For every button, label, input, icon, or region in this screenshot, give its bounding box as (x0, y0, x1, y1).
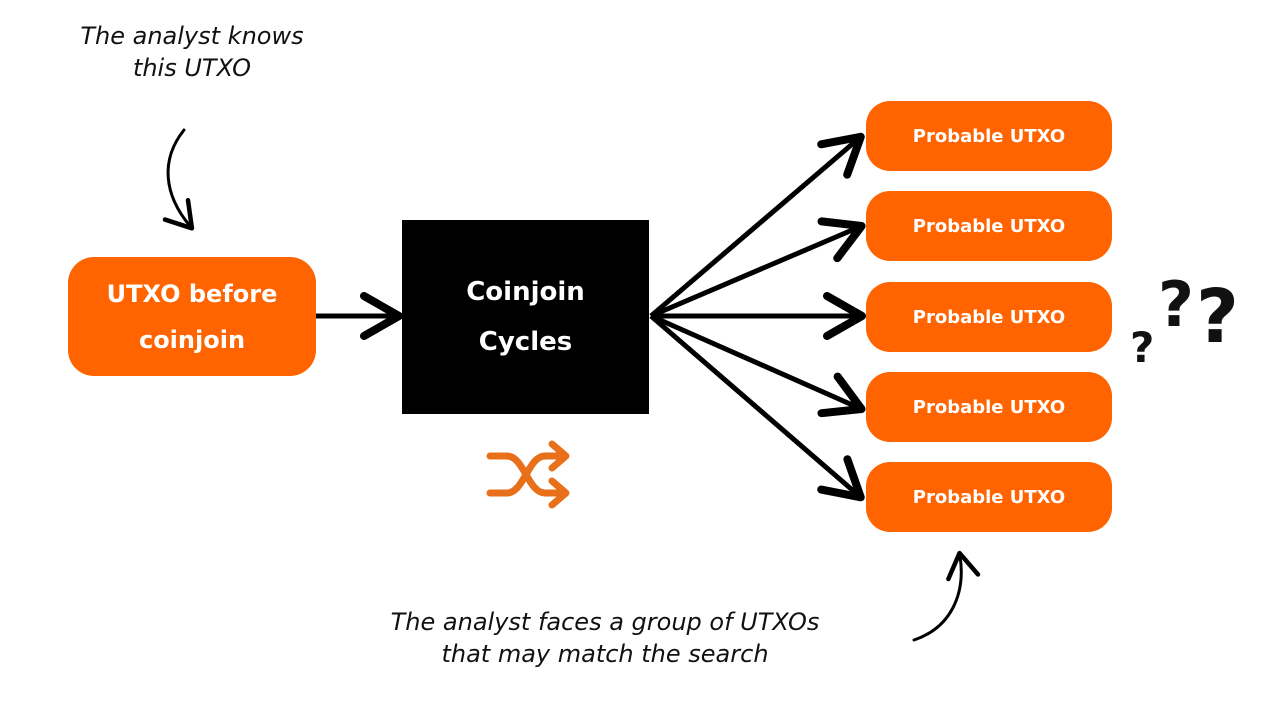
question-marks-icon: ? ? ? (1130, 268, 1239, 372)
utxo-before-coinjoin-node: UTXO before coinjoin (68, 257, 316, 376)
utxo-before-label-line-2: coinjoin (138, 325, 246, 354)
coinjoin-cycles-line-2: Cycles (478, 327, 573, 357)
coinjoin-cycles-line-1: Coinjoin (466, 277, 585, 307)
bottom-note-arrow (912, 550, 981, 642)
analyst-faces-note: The analyst faces a group of UTXOs that … (370, 606, 840, 670)
svg-text:?: ? (1196, 274, 1239, 360)
analyst-knows-line-2: this UTXO (132, 54, 252, 82)
process-to-output-4-arrow (649, 313, 866, 418)
probable-utxo-node-4: Probable UTXO (866, 372, 1112, 442)
probable-utxo-node-3: Probable UTXO (866, 282, 1112, 352)
probable-utxo-node-2: Probable UTXO (866, 191, 1112, 261)
svg-text:?: ? (1158, 268, 1194, 341)
shuffle-icon (486, 440, 570, 509)
probable-utxo-node-1: Probable UTXO (866, 101, 1112, 171)
analyst-knows-line-1: The analyst knows (80, 22, 304, 50)
probable-utxo-label: Probable UTXO (912, 396, 1066, 418)
top-note-arrow (162, 128, 195, 231)
utxo-before-label-line-1: UTXO before (106, 279, 278, 308)
analyst-faces-line-1: The analyst faces a group of UTXOs (390, 608, 820, 636)
process-to-output-1-arrow (649, 132, 865, 318)
analyst-faces-line-2: that may match the search (441, 640, 769, 668)
coinjoin-cycles-node: Coinjoin Cycles (402, 220, 649, 414)
process-to-output-2-arrow (650, 217, 866, 319)
probable-utxo-label: Probable UTXO (912, 486, 1066, 508)
analyst-knows-note: The analyst knows this UTXO (62, 20, 322, 84)
process-to-output-5-arrow (649, 314, 865, 502)
probable-utxo-node-5: Probable UTXO (866, 462, 1112, 532)
probable-utxo-label: Probable UTXO (912, 215, 1066, 237)
svg-text:?: ? (1130, 323, 1154, 372)
probable-utxo-label: Probable UTXO (912, 306, 1066, 328)
probable-utxo-label: Probable UTXO (912, 125, 1066, 147)
